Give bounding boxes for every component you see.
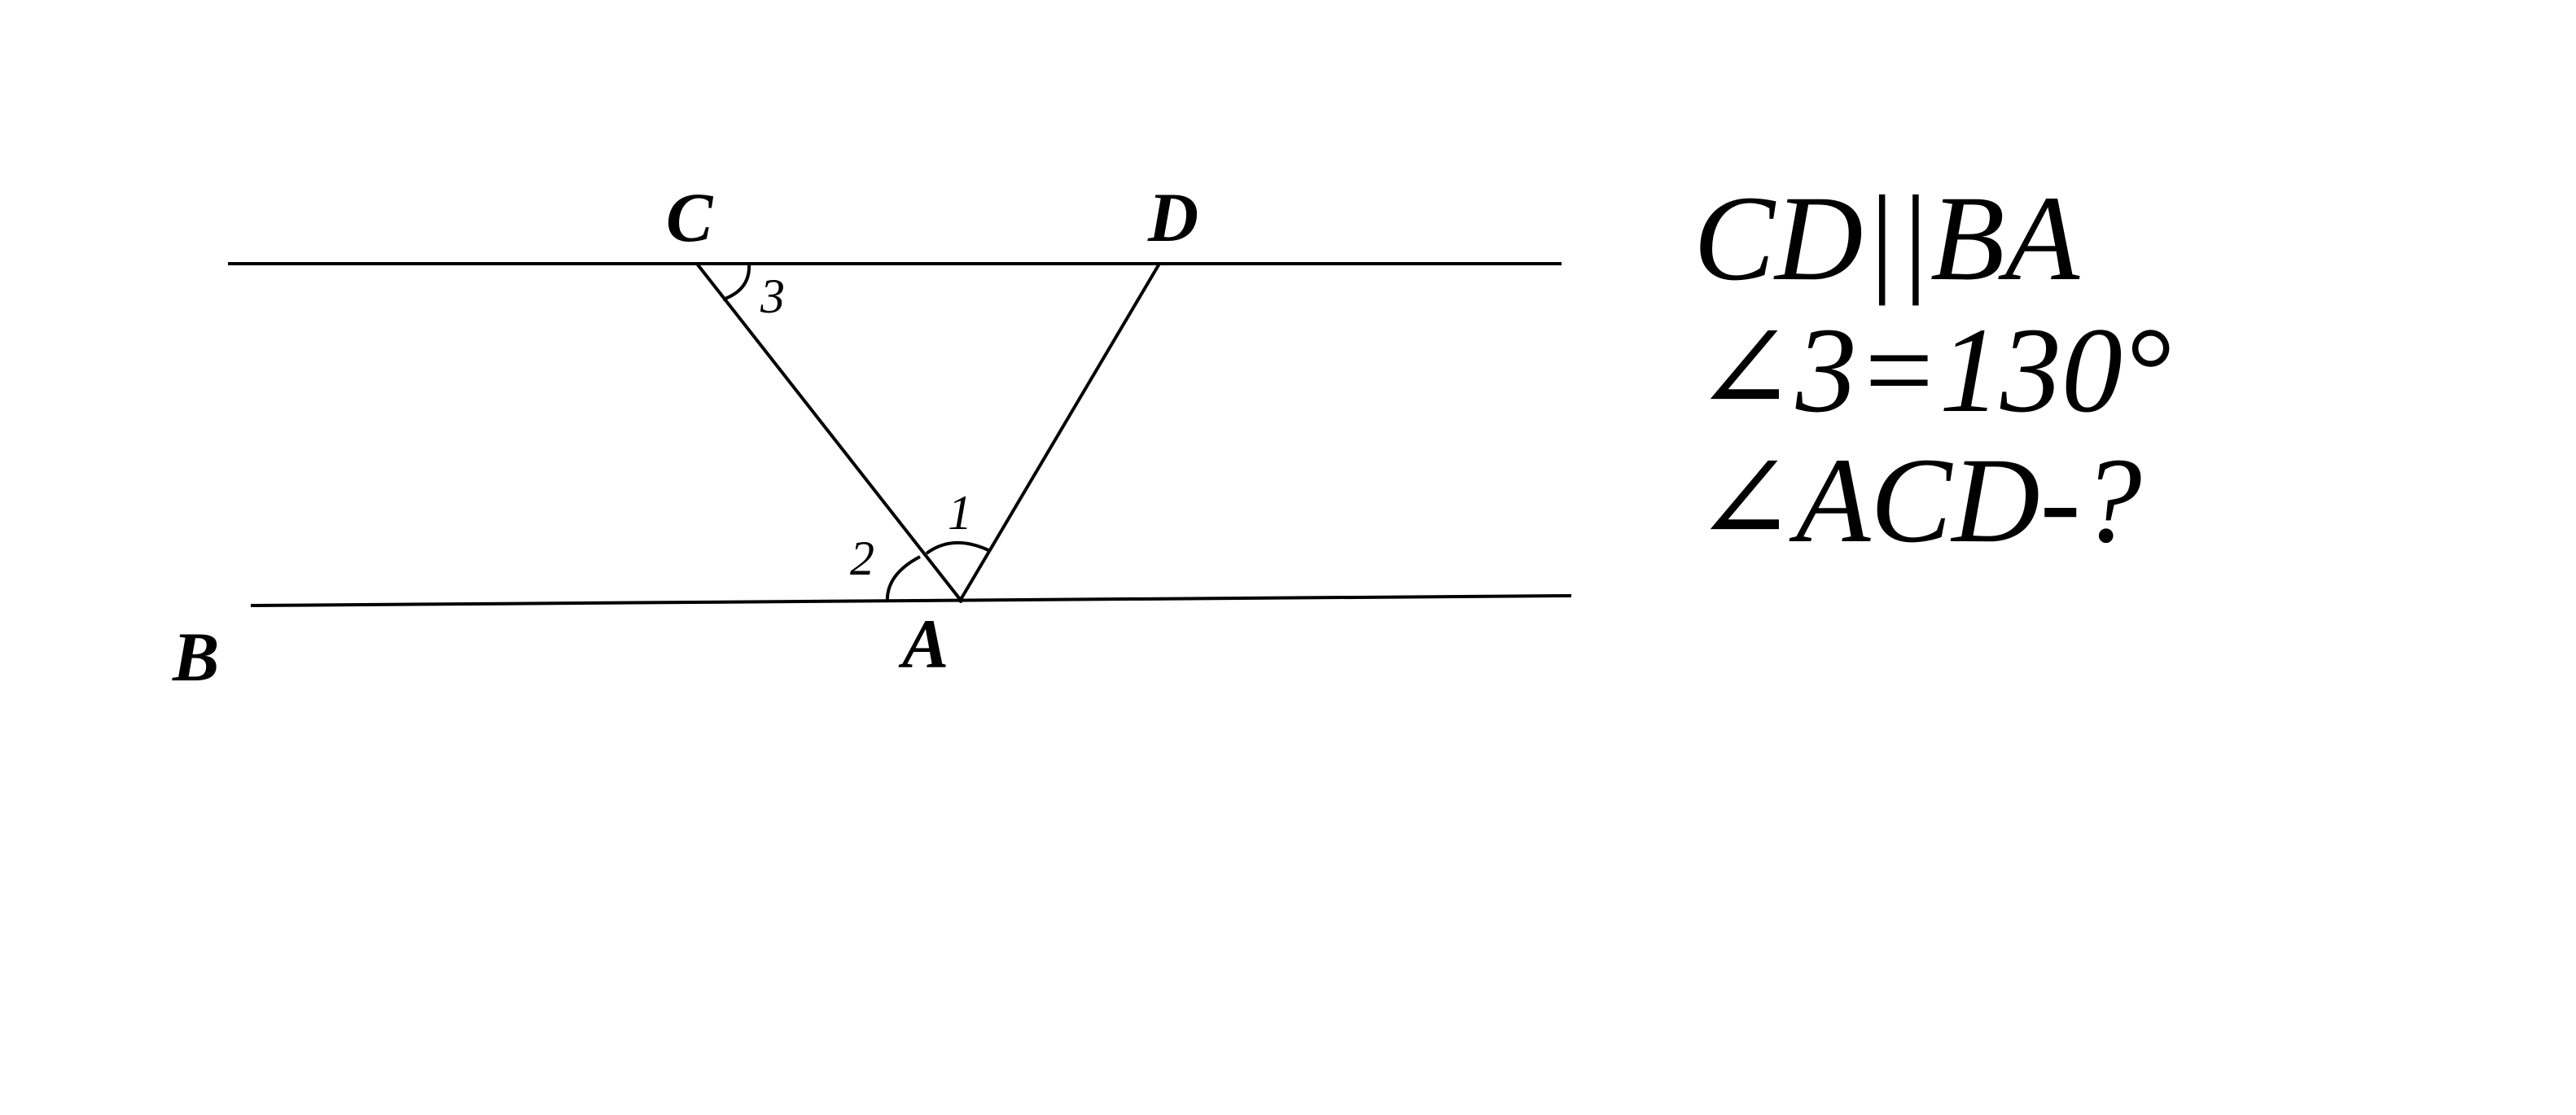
angle-2-arc: [885, 555, 921, 603]
point-label-d: D: [1147, 178, 1198, 256]
given-parallel: CD||BA: [1693, 171, 2080, 306]
segment-da: [957, 262, 1161, 604]
angle-1-arc: [925, 541, 989, 555]
line-ba: [250, 594, 1572, 607]
point-label-b: B: [172, 618, 219, 696]
angle-label-1: 1: [948, 486, 972, 540]
point-label-c: C: [666, 178, 714, 256]
angle-3-arc: [722, 263, 751, 301]
given-angle-3: ∠3=130°: [1693, 303, 2171, 438]
angle-label-2: 2: [850, 531, 874, 585]
question-angle-acd: ∠ACD-?: [1693, 433, 2142, 568]
angle-label-3: 3: [760, 269, 785, 323]
segment-ca: [695, 262, 964, 604]
point-label-a: A: [898, 605, 948, 683]
